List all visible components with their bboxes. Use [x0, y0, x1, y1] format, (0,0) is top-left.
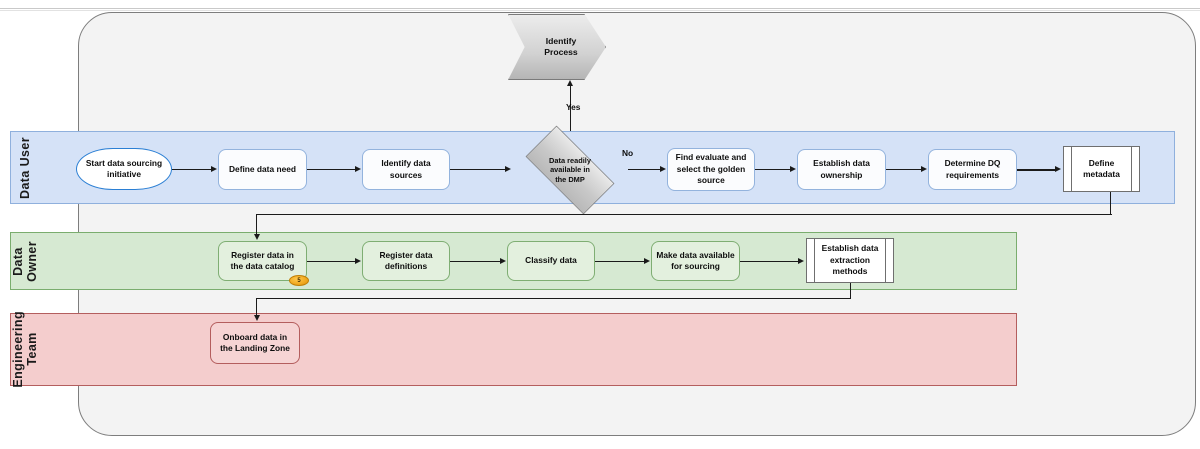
arrowhead-identify-sources — [355, 165, 361, 172]
node-register-data-in-data-catalog[interactable]: Register data in the data catalog — [218, 241, 307, 281]
arrowhead-define-need — [211, 165, 217, 172]
connector-decision-no-to-golden-source — [628, 169, 661, 171]
edge-label-yes: Yes — [566, 102, 581, 112]
node-make-data-available-for-sourcing[interactable]: Make data available for sourcing — [651, 241, 740, 281]
top-rule — [0, 8, 1200, 9]
swimlane-title-data-user: Data User — [11, 132, 39, 203]
node-label-decision-dmp: Data readily available in the DMP — [549, 155, 591, 184]
node-determine-dq-requirements[interactable]: Determine DQ requirements — [928, 149, 1017, 190]
node-label-establish-owner: Establish data ownership — [813, 158, 870, 180]
arrowhead-define-metadata — [1055, 165, 1061, 172]
badge-register-catalog[interactable]: 5 — [289, 275, 309, 286]
connector-classify-to-make-available — [595, 261, 645, 263]
node-label-make-available: Make data available for sourcing — [656, 249, 735, 271]
swimlane-label-engineering-team: Engineering Team — [11, 311, 39, 388]
node-establish-data-extraction-methods[interactable]: Establish data extraction methods — [806, 238, 894, 283]
node-classify-data[interactable]: Classify data — [507, 241, 595, 281]
edge-label-no: No — [622, 148, 634, 158]
arrowhead-onboard-landing — [253, 315, 260, 321]
node-label-register-defs: Register data definitions — [379, 249, 433, 271]
arrowhead-make-available — [644, 257, 650, 264]
connector-define-need-to-identify-sources — [307, 169, 356, 171]
node-onboard-data-in-landing-zone[interactable]: Onboard data in the Landing Zone — [210, 322, 300, 364]
connector-determine-dq-to-define-metadata — [1017, 169, 1056, 171]
connector-decision-to-identify-process — [570, 86, 572, 144]
swimlane-engineering-team: Engineering Team — [10, 311, 1017, 388]
connector-make-available-to-extraction — [740, 261, 799, 263]
node-label-onboard-landing: Onboard data in the Landing Zone — [220, 331, 290, 353]
node-label-golden-source: Find evaluate and select the golden sour… — [675, 152, 747, 186]
node-establish-data-ownership[interactable]: Establish data ownership — [797, 149, 886, 190]
connector-identify-sources-to-decision — [450, 169, 506, 171]
node-label-classify-data: Classify data — [525, 255, 577, 266]
node-define-data-need[interactable]: Define data need — [218, 149, 307, 190]
connector-definitions-to-classify — [450, 261, 501, 263]
swimlane-label-data-user: Data User — [18, 136, 32, 199]
swimlane-title-engineering-team: Engineering Team — [11, 311, 39, 388]
arrowhead-register-defs — [355, 257, 361, 264]
swimlane-body-engineering-team — [39, 314, 1016, 385]
swimlane-label-data-owner: Data Owner — [11, 240, 39, 282]
arrowhead-register-catalog — [253, 234, 260, 240]
node-register-data-definitions[interactable]: Register data definitions — [362, 241, 450, 281]
arrowhead-establish-owner — [790, 165, 796, 172]
arrowhead-extraction-methods — [798, 257, 804, 264]
node-find-evaluate-select-golden-source[interactable]: Find evaluate and select the golden sour… — [667, 148, 755, 191]
arrowhead-decision — [505, 165, 511, 172]
node-identify-process[interactable]: Identify Process — [508, 14, 606, 80]
connector-golden-source-to-establish-owner — [755, 169, 791, 171]
node-define-metadata[interactable]: Define metadata — [1063, 146, 1140, 192]
node-start-data-sourcing-initiative[interactable]: Start data sourcing initiative — [76, 148, 172, 190]
connector-extraction-down-to-onboard — [256, 298, 258, 316]
node-label-start: Start data sourcing initiative — [85, 157, 163, 179]
node-label-identify-process: Identify Process — [544, 35, 578, 57]
swimlane-title-data-owner: Data Owner — [11, 233, 39, 289]
node-label-register-catalog: Register data in the data catalog — [230, 249, 295, 271]
node-label-define-metadata: Define metadata — [1083, 157, 1120, 179]
connector-metadata-down-to-catalog — [256, 214, 258, 235]
connector-establish-owner-to-determine-dq — [886, 169, 922, 171]
node-label-identify-sources: Identify data sources — [381, 158, 431, 180]
node-label-extraction-methods: Establish data extraction methods — [821, 243, 879, 277]
node-identify-data-sources[interactable]: Identify data sources — [362, 149, 450, 190]
arrowhead-golden-source — [660, 165, 666, 172]
connector-extraction-down — [850, 283, 852, 299]
node-label-define-need: Define data need — [228, 163, 297, 174]
arrowhead-determine-dq — [921, 165, 927, 172]
arrowhead-classify-data — [500, 257, 506, 264]
connector-start-to-define-need — [172, 169, 212, 171]
connector-extraction-across — [256, 298, 851, 300]
connector-metadata-across — [256, 214, 1112, 216]
top-rule-secondary — [0, 10, 1200, 11]
node-label-determine-dq: Determine DQ requirements — [944, 158, 1001, 180]
arrowhead-to-identify-process — [567, 80, 573, 86]
node-decision-data-readily-available[interactable]: Data readily available in the DMP — [512, 125, 628, 215]
connector-metadata-down — [1110, 192, 1112, 215]
connector-catalog-to-definitions — [307, 261, 356, 263]
